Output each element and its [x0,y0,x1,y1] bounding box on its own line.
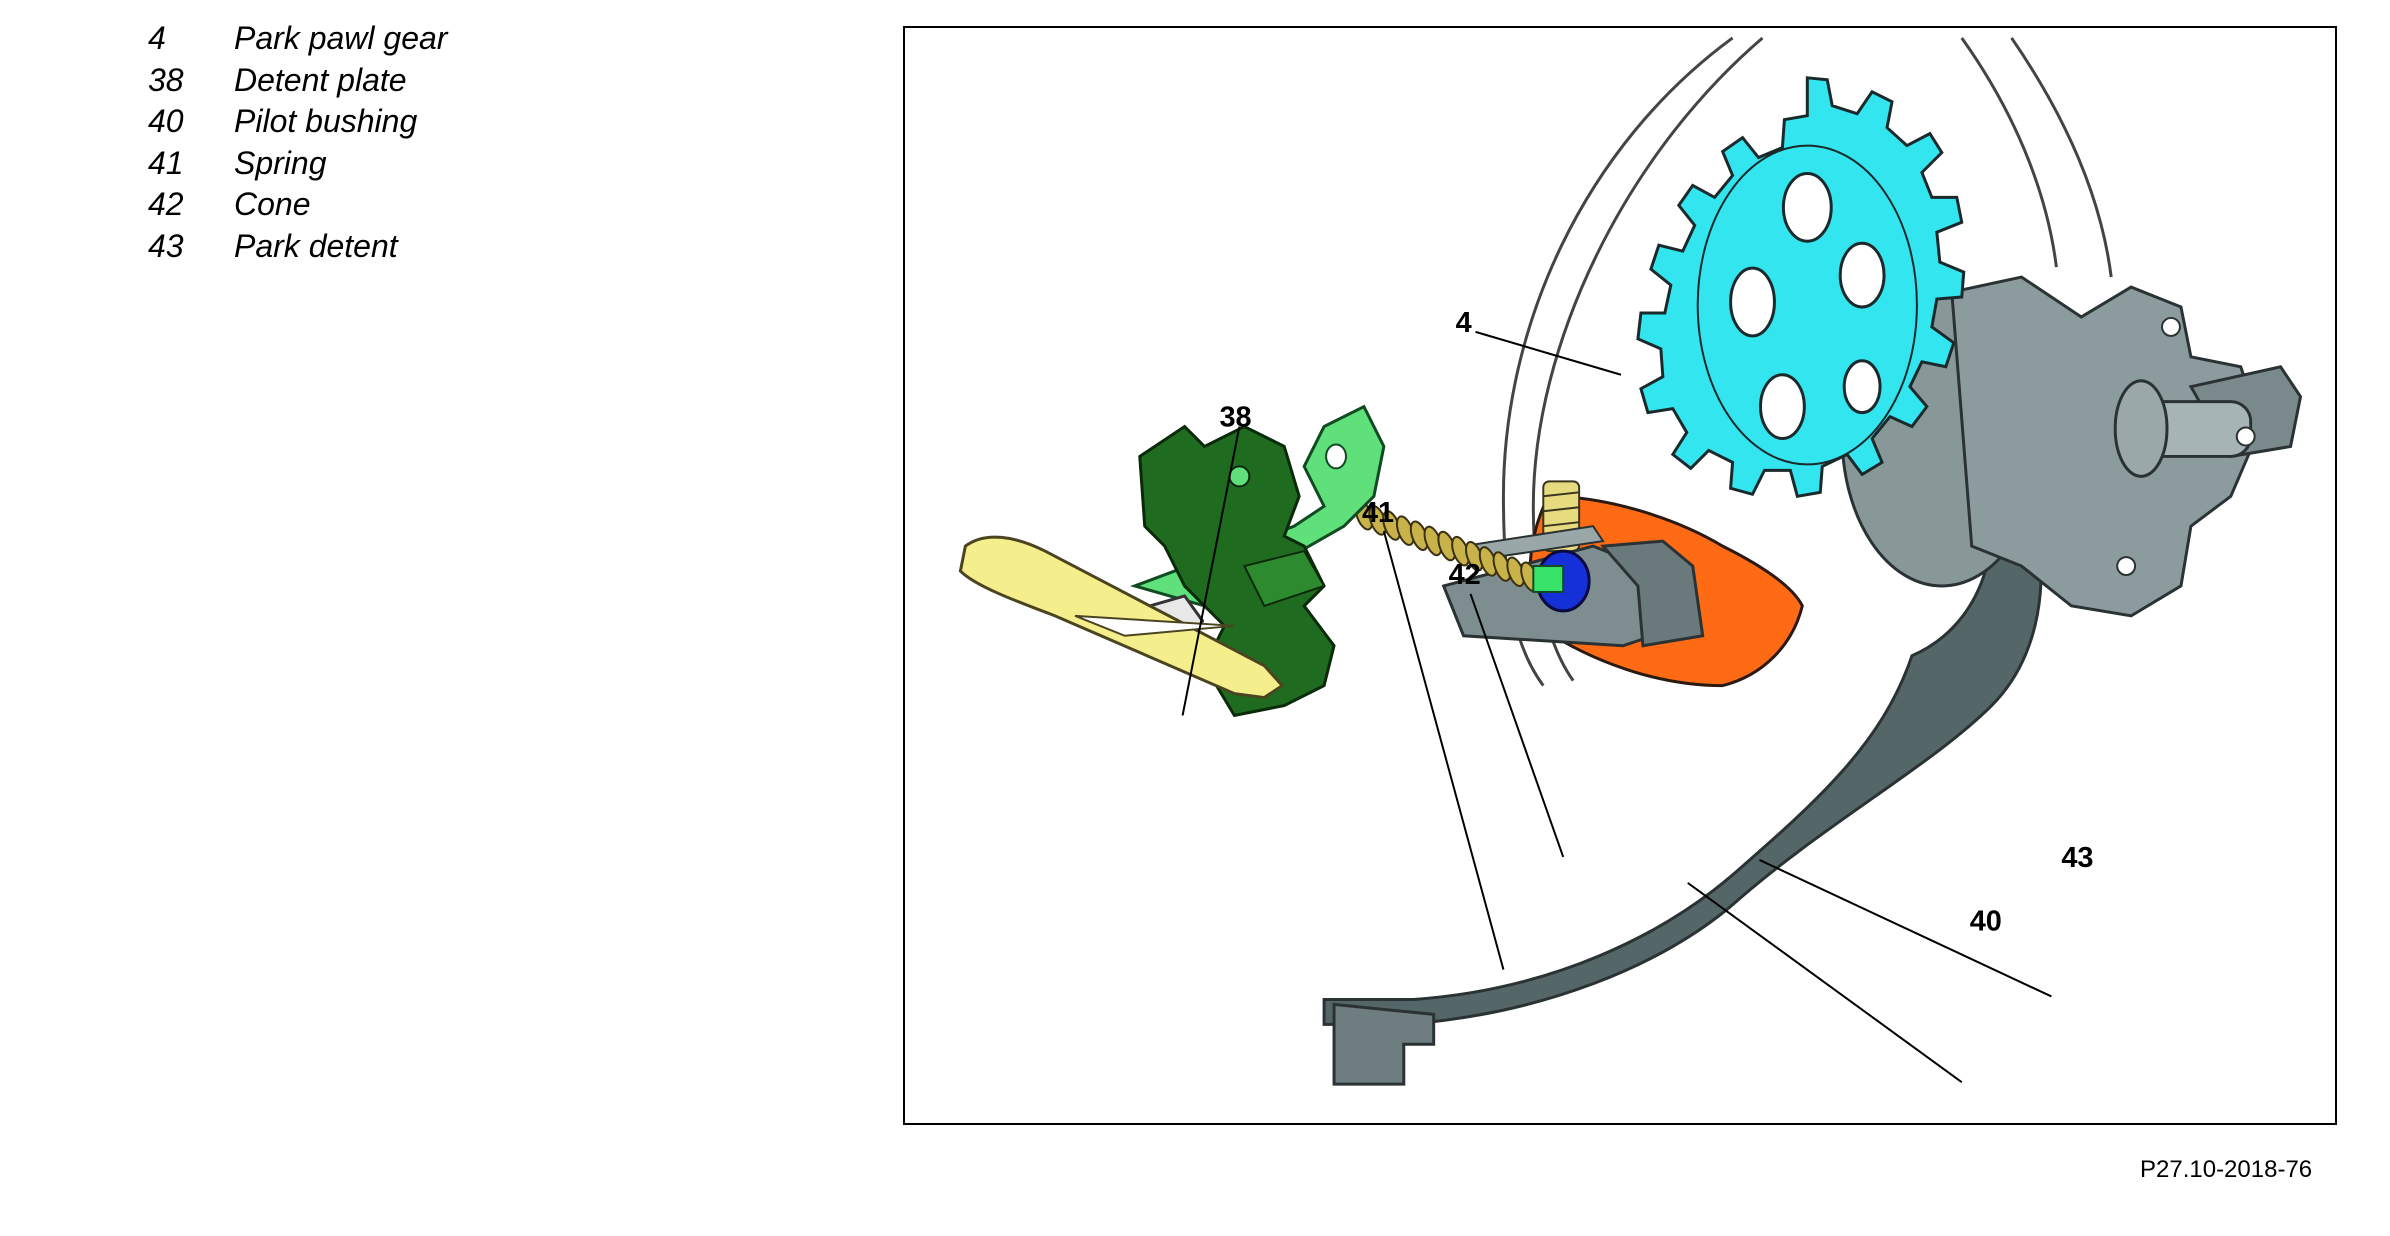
selector-lever-slot [1074,614,1235,637]
output-shaft-hub [1840,275,2303,618]
detent-plate-body [1138,424,1336,718]
legend-label: Spring [234,144,327,181]
selector-lever [958,535,1285,700]
callout-4: 4 [1456,307,1472,339]
figure-reference-code: P27.10-2018-76 [2140,1156,2313,1183]
component-legend: 4 Park pawl gear 38 Detent plate 40 Pilo… [148,18,648,268]
legend-label: Cone [234,186,311,223]
leader-38 [1181,426,1241,716]
callout-43: 43 [2061,842,2093,874]
hub-flange [1950,275,2263,618]
leader-42 [1469,593,1565,858]
detent-plate [1138,424,1336,718]
legend-item: 38 Detent plate [148,60,648,102]
gear-teeth [1636,76,1966,498]
legend-label: Detent plate [234,61,407,98]
legend-label: Park detent [234,227,398,264]
legend-label: Pilot bushing [234,103,418,140]
callout-40: 40 [1970,906,2002,938]
legend-item: 4 Park pawl gear [148,18,648,60]
park-lock-mechanism-illustration: 4 38 41 42 43 40 [958,36,2303,1086]
leader-41 [1382,530,1505,970]
cone-rod-end [1532,565,1565,593]
legend-item: 43 Park detent [148,226,648,268]
leader-43 [1759,859,2052,998]
legend-item: 40 Pilot bushing [148,101,648,143]
gear-inner-ring [1696,144,1918,466]
callout-42: 42 [1449,559,1481,591]
legend-item: 42 Cone [148,184,648,226]
legend-item: 41 Spring [148,143,648,185]
legend-number: 38 [148,61,184,98]
callout-41: 41 [1362,497,1394,529]
park-pawl-gear [1636,76,1966,498]
pilot-bushing-end [1599,539,1705,648]
gear-hole [1729,266,1776,338]
shaft-collar [2113,379,2169,478]
gear-hole [1838,241,1886,309]
legend-number: 41 [148,144,184,181]
legend-number: 43 [148,227,184,264]
figure-frame: 4 38 41 42 43 40 [903,26,2337,1125]
flange-hole [2161,316,2181,337]
callout-leaders [1181,330,2052,1083]
bracket-foot [1332,1002,1436,1086]
legend-number: 4 [148,20,166,56]
leader-40 [1687,882,1963,1083]
cone [1532,549,1591,613]
gear-hole [1842,359,1882,415]
legend-label: Park pawl gear [234,20,448,56]
detent-plate-pivot [1228,465,1251,488]
flange-hole [2235,426,2256,447]
gear-hole [1758,373,1806,440]
leader-4 [1475,330,1622,376]
detent-plate-step [1242,549,1326,608]
flange-hole [2116,556,2137,576]
detent-lever-hole [1325,443,1347,470]
callout-38: 38 [1219,402,1251,434]
gear-hole [1781,171,1833,243]
legend-number: 40 [148,103,184,140]
legend-number: 42 [148,186,184,223]
